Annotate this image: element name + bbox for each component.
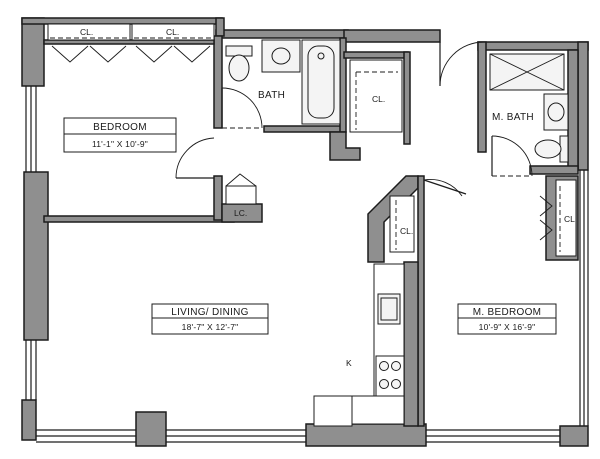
master-bath: M. BATH — [489, 53, 569, 177]
wall-bottom-pier-2 — [305, 423, 427, 447]
linen-closet-label: LC. — [234, 208, 247, 218]
closet-box-2 — [131, 23, 215, 41]
closet-box-1 — [47, 23, 131, 41]
kitchen-sink-inner — [380, 297, 398, 321]
wall-top-bath — [215, 29, 349, 39]
wall-hall-closet — [329, 131, 361, 161]
bedroom-door-linen: LC. — [175, 137, 257, 218]
kitchen-marker: K — [346, 358, 352, 368]
living-label-box — [151, 303, 269, 335]
master-closet-box — [555, 179, 577, 257]
wall-mbath-right — [567, 49, 579, 171]
wall-right-top — [577, 41, 589, 171]
kitchen-closet-label: CL. — [400, 226, 413, 236]
wall-bedroom-closet-bar — [43, 39, 215, 45]
bedroom-name: BEDROOM — [93, 122, 147, 133]
master-bedroom-doors: CL. — [423, 179, 577, 257]
bedroom-label-box — [63, 117, 177, 153]
bath: BATH — [221, 39, 341, 129]
bathtub-inner — [307, 45, 335, 119]
bath-label: BATH — [258, 90, 285, 101]
bedroom-dims: 11'-1" X 10'-9" — [92, 139, 148, 149]
wall-master-left — [417, 175, 425, 427]
refrigerator — [313, 395, 353, 427]
wall-mbath-bottom — [529, 165, 579, 175]
wall-top-entry — [343, 29, 441, 43]
wall-bedroom-right — [213, 35, 223, 129]
room-labels: BEDROOM 11'-1" X 10'-9" LIVING/ DINING 1… — [63, 117, 557, 335]
hall-closet-label: CL. — [372, 94, 385, 104]
master-bath-label: M. BATH — [492, 112, 534, 123]
wall-mbath-left — [477, 41, 487, 153]
wall-right-bottom — [559, 425, 589, 447]
wall-top-bedroom — [21, 17, 223, 25]
wall-left-bottom — [21, 399, 37, 441]
hall-closet: CL. — [349, 41, 485, 133]
wall-bedroom-bottom — [43, 215, 235, 223]
mbath-toilet-bowl — [534, 139, 562, 159]
bath-sink-icon — [271, 47, 291, 65]
toilet-bowl — [228, 54, 250, 82]
wall-bottom-pier-1 — [135, 411, 167, 447]
mbath-sink-icon — [547, 102, 565, 122]
kitchen-closet-box — [389, 195, 415, 253]
range — [375, 355, 405, 397]
exterior-walls — [21, 17, 589, 447]
master-closet-label: CL. — [564, 214, 577, 224]
wall-top-notch — [215, 17, 225, 37]
master-label-box — [457, 303, 557, 335]
wall-left-mid — [23, 171, 49, 341]
wall-hall-closet-top — [343, 51, 409, 59]
linen-closet-box — [225, 185, 257, 205]
bedroom-closets: CL. CL. — [47, 23, 215, 63]
wall-bedroom-right-low — [213, 175, 223, 221]
wall-bath-bottom — [263, 125, 345, 133]
refrigerator-base — [351, 395, 405, 425]
wall-hall-closet-right — [403, 51, 411, 145]
wall-top-mbath — [477, 41, 589, 51]
wall-kitchen-back — [403, 261, 419, 427]
kitchen: CL. K — [313, 195, 415, 427]
living-dims: 18'-7" X 12'-7" — [182, 322, 239, 332]
living-name: LIVING/ DINING — [171, 307, 249, 318]
closet-label-2: CL. — [166, 27, 179, 37]
master-name: M. BEDROOM — [473, 307, 542, 318]
closet-label-1: CL. — [80, 27, 93, 37]
wall-left-top — [21, 17, 45, 87]
master-dims: 10'-9" X 16'-9" — [479, 322, 536, 332]
